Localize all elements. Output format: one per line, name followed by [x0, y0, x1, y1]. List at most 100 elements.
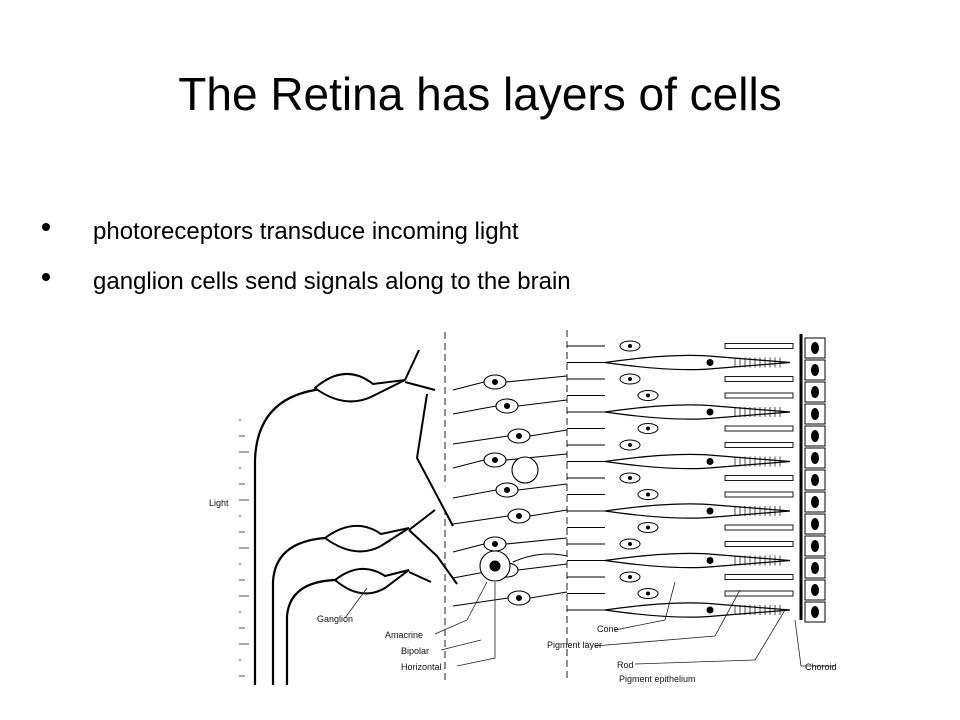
bipolar-nucleus	[491, 378, 499, 386]
rod-outer-segment	[724, 392, 794, 399]
rod-outer-segment	[724, 343, 794, 349]
rod-outer-segment	[724, 376, 794, 382]
pointer-line	[794, 619, 835, 667]
bipolar-axon	[452, 597, 509, 607]
bipolar-nucleus	[515, 512, 523, 520]
cone-nucleus	[706, 408, 714, 416]
pointer-line	[594, 589, 741, 647]
pigment-nucleus	[811, 540, 819, 552]
bipolar-nucleus	[503, 486, 511, 494]
light-arrow-lines	[239, 419, 249, 677]
rod-nucleus	[646, 426, 650, 431]
label-pointer-lines	[344, 581, 835, 667]
horizontal-cells	[479, 456, 568, 582]
cone-nucleus	[706, 507, 714, 515]
label-bipolar: Bipolar	[401, 646, 429, 656]
bipolar-dendrite	[529, 429, 568, 437]
rod-nucleus	[628, 443, 632, 447]
bipolar-axon	[452, 489, 497, 499]
bipolar-dendrite	[517, 399, 568, 407]
rod-nucleus	[628, 476, 632, 480]
ganglion-cell	[313, 349, 458, 595]
rod-outer-segment	[724, 425, 794, 432]
rod-nucleus	[646, 393, 650, 398]
pigment-nucleus	[811, 342, 819, 354]
ganglion-axon-fibers	[253, 386, 346, 685]
bipolar-dendrite	[517, 563, 568, 571]
bipolar-dendrite	[517, 483, 568, 491]
bipolar-dendrite	[505, 453, 568, 461]
cone-cell	[604, 453, 791, 470]
bipolar-cells	[452, 374, 568, 607]
pigment-epithelium-column	[799, 334, 826, 623]
rod-outer-segment	[724, 475, 794, 481]
label-cone: Cone	[597, 624, 619, 634]
label-rod: Rod	[617, 660, 634, 670]
rod-outer-segment	[724, 574, 794, 580]
bipolar-nucleus	[491, 456, 499, 464]
rod-outer-segment	[724, 491, 794, 498]
bipolar-nucleus	[491, 540, 499, 548]
horizontal-process	[512, 553, 568, 563]
rod-nucleus	[628, 542, 632, 546]
cone-cell	[604, 354, 791, 371]
pointer-line	[634, 609, 786, 665]
pigment-nucleus	[811, 474, 819, 486]
bullet-text: photoreceptors transduce incoming light	[93, 218, 519, 245]
bullet-dot-icon	[42, 223, 50, 231]
pointer-line	[614, 581, 676, 631]
bipolar-nucleus	[515, 594, 523, 602]
pigment-nucleus	[811, 430, 819, 442]
pigment-nucleus	[811, 386, 819, 398]
label-horizontal: Horizontal	[401, 662, 442, 672]
pointer-line	[440, 639, 482, 651]
bipolar-nucleus	[503, 402, 511, 410]
bipolar-dendrite	[505, 537, 568, 545]
horizontal-cell	[511, 456, 539, 484]
bullet-dot-icon	[42, 273, 50, 281]
bipolar-nucleus	[515, 432, 523, 440]
pigment-nucleus	[811, 496, 819, 508]
cone-nucleus	[706, 606, 714, 614]
label-pigment-epithelium: Pigment epithelium	[619, 674, 696, 684]
pigment-nucleus	[811, 452, 819, 464]
cone-nucleus	[706, 458, 714, 465]
rod-nucleus	[628, 344, 632, 348]
bipolar-dendrite	[505, 375, 568, 383]
retina-layers-diagram: Light Ganglion Amacrine Bipolar Horizont…	[209, 330, 837, 685]
rod-outer-segment	[724, 541, 794, 547]
label-ganglion: Ganglion	[317, 614, 353, 624]
bipolar-axon	[452, 459, 485, 469]
slide-title: The Retina has layers of cells	[178, 68, 782, 120]
label-light: Light	[209, 498, 229, 508]
photoreceptor-cells	[567, 340, 794, 618]
bipolar-dendrite	[529, 509, 568, 517]
rod-outer-segment	[724, 442, 794, 448]
bipolar-axon	[452, 405, 497, 415]
pigment-nucleus	[811, 584, 819, 596]
bipolar-dendrite	[529, 591, 568, 599]
bullet-text: ganglion cells send signals along to the…	[93, 268, 571, 295]
rod-nucleus	[628, 377, 632, 381]
pigment-nucleus	[811, 364, 819, 376]
rod-nucleus	[646, 525, 650, 530]
pigment-nucleus	[811, 606, 819, 618]
cone-nucleus	[706, 359, 714, 366]
label-choroid: Choroid	[805, 662, 837, 672]
pigment-nucleus	[811, 518, 819, 530]
cone-cell	[604, 404, 791, 420]
cone-cell	[604, 552, 791, 569]
pointer-line	[344, 587, 368, 619]
bipolar-axon	[452, 435, 509, 445]
horizontal-nucleus	[489, 560, 501, 572]
rod-nucleus	[646, 591, 650, 596]
bipolar-axon	[452, 515, 509, 525]
bipolar-axon	[452, 543, 485, 553]
rod-nucleus	[646, 492, 650, 497]
pigment-nucleus	[811, 562, 819, 574]
rod-outer-segment	[724, 590, 794, 597]
label-amacrine: Amacrine	[385, 630, 423, 640]
pointer-line	[434, 581, 488, 635]
cone-nucleus	[706, 557, 714, 564]
pigment-nucleus	[811, 408, 819, 420]
